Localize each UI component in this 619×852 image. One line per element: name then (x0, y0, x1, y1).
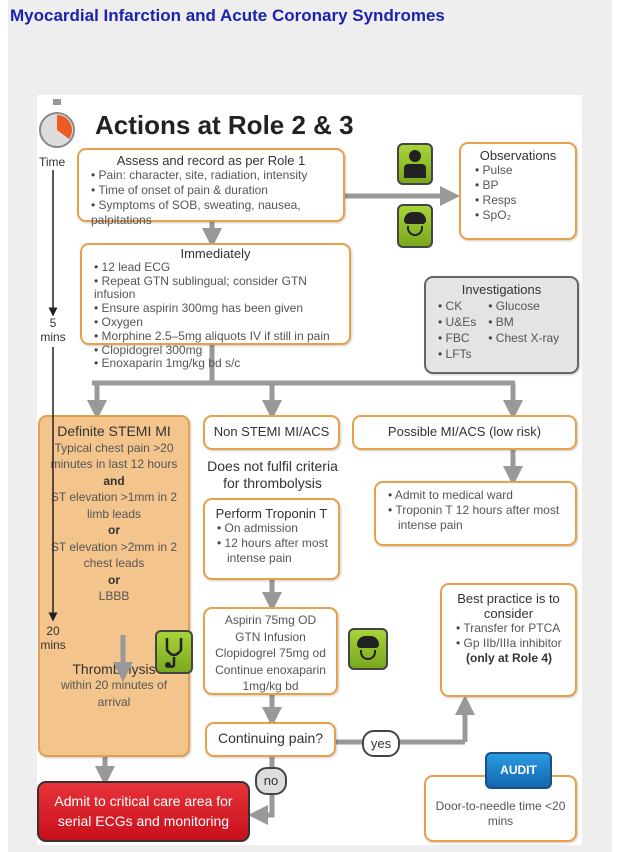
possible-acs-box: Possible MI/ACS (low risk) (352, 415, 577, 450)
yes-label: yes (362, 730, 400, 757)
no-label: no (255, 767, 287, 795)
immediately-box: Immediately 12 lead ECGRepeat GTN sublin… (80, 243, 351, 370)
observations-box: Observations PulseBPRespsSpO₂ (459, 142, 577, 240)
nurse-icon (348, 628, 388, 670)
best-practice-box: Best practice is to considerTransfer for… (440, 583, 577, 697)
admit-ward-box: Admit to medical wardTroponin T 12 hours… (374, 481, 577, 546)
no-thrombolysis-note: Does not fulfil criteria for thrombolysi… (207, 458, 338, 491)
nurse-icon (397, 204, 433, 248)
troponin-box: Perform Troponin TOn admission12 hours a… (203, 498, 340, 580)
investigations-box: Investigations CKU&EsFBCLFTs GlucoseBMCh… (424, 276, 579, 374)
assess-box: Assess and record as per Role 1 Pain: ch… (77, 148, 345, 227)
heading: Actions at Role 2 & 3 (95, 110, 354, 140)
stopwatch-icon (39, 99, 75, 148)
page-title: Myocardial Infarction and Acute Coronary… (10, 6, 445, 25)
continuing-pain-box: Continuing pain? (205, 722, 336, 757)
stethoscope-icon (155, 630, 193, 674)
time-label: Time (39, 155, 66, 169)
audit-badge: AUDIT (485, 752, 552, 789)
non-stemi-box: Non STEMI MI/ACS (203, 415, 340, 450)
paramedic-icon (397, 143, 433, 185)
stemi-box: Definite STEMI MI Typical chest pain >20… (38, 415, 190, 757)
critical-care-box: Admit to critical care area for serial E… (37, 781, 250, 842)
